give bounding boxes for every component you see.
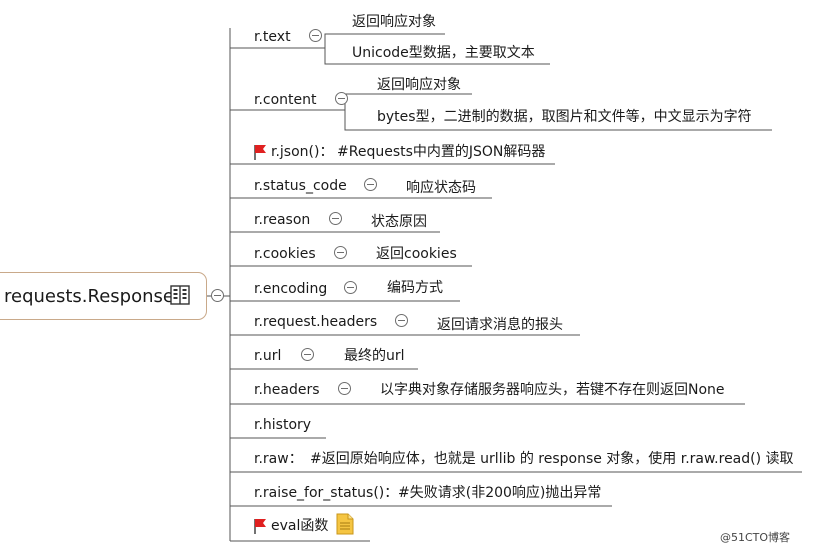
branch-key-request-headers: r.request.headers (254, 314, 378, 330)
branch-key-history: r.history (254, 417, 312, 433)
collapse-toggle-reason[interactable] (329, 212, 342, 225)
branch-key-json: r.json()： (271, 144, 334, 160)
collapse-toggle-headers[interactable] (338, 382, 351, 395)
branch-key-cookies: r.cookies (254, 246, 316, 262)
root-collapse-toggle[interactable] (211, 289, 224, 302)
notes-list-icon (170, 285, 190, 305)
collapse-toggle-request-headers[interactable] (395, 314, 408, 327)
branch-key-raw: r.raw： (254, 451, 303, 467)
collapse-toggle-encoding[interactable] (344, 281, 357, 294)
branch-note-json: #Requests中内置的JSON解码器 (337, 144, 546, 160)
red-flag-icon (254, 145, 266, 160)
red-flag-icon (254, 519, 266, 534)
collapse-toggle-text[interactable] (309, 29, 322, 42)
branch-key-status-code: r.status_code (254, 178, 347, 194)
branch-note-raise-for-status: #失败请求(非200响应)抛出异常 (398, 485, 602, 501)
branch-key-url: r.url (254, 348, 282, 364)
child-headers: 以字典对象存储服务器响应头，若键不存在则返回None (380, 382, 725, 398)
child-text-1: Unicode型数据，主要取文本 (352, 45, 535, 61)
child-cookies: 返回cookies (376, 246, 457, 262)
branch-note-raw: #返回原始响应体，也就是 urllib 的 response 对象，使用 r.r… (310, 451, 794, 467)
child-status-code: 响应状态码 (406, 180, 476, 196)
collapse-toggle-status-code[interactable] (364, 178, 377, 191)
collapse-toggle-content[interactable] (335, 92, 348, 105)
child-request-headers: 返回请求消息的报头 (437, 317, 563, 333)
collapse-toggle-url[interactable] (301, 348, 314, 361)
child-content-0: 返回响应对象 (377, 77, 461, 93)
branch-key-content: r.content (254, 92, 317, 108)
branch-key-headers: r.headers (254, 382, 320, 398)
child-content-1: bytes型，二进制的数据，取图片和文件等，中文显示为字符 (377, 109, 752, 125)
collapse-toggle-cookies[interactable] (334, 246, 347, 259)
branch-key-text: r.text (254, 29, 291, 45)
child-url: 最终的url (344, 348, 405, 364)
branch-key-raise-for-status: r.raise_for_status()： (254, 485, 399, 501)
child-text-0: 返回响应对象 (352, 14, 436, 30)
root-label: requests.Response (4, 286, 174, 307)
watermark: @51CTO博客 (720, 531, 791, 544)
document-note-icon[interactable] (336, 513, 354, 535)
child-encoding: 编码方式 (387, 280, 443, 296)
branch-key-reason: r.reason (254, 212, 311, 228)
branch-key-eval: eval函数 (271, 518, 329, 534)
branch-key-encoding: r.encoding (254, 281, 328, 297)
child-reason: 状态原因 (371, 214, 427, 230)
